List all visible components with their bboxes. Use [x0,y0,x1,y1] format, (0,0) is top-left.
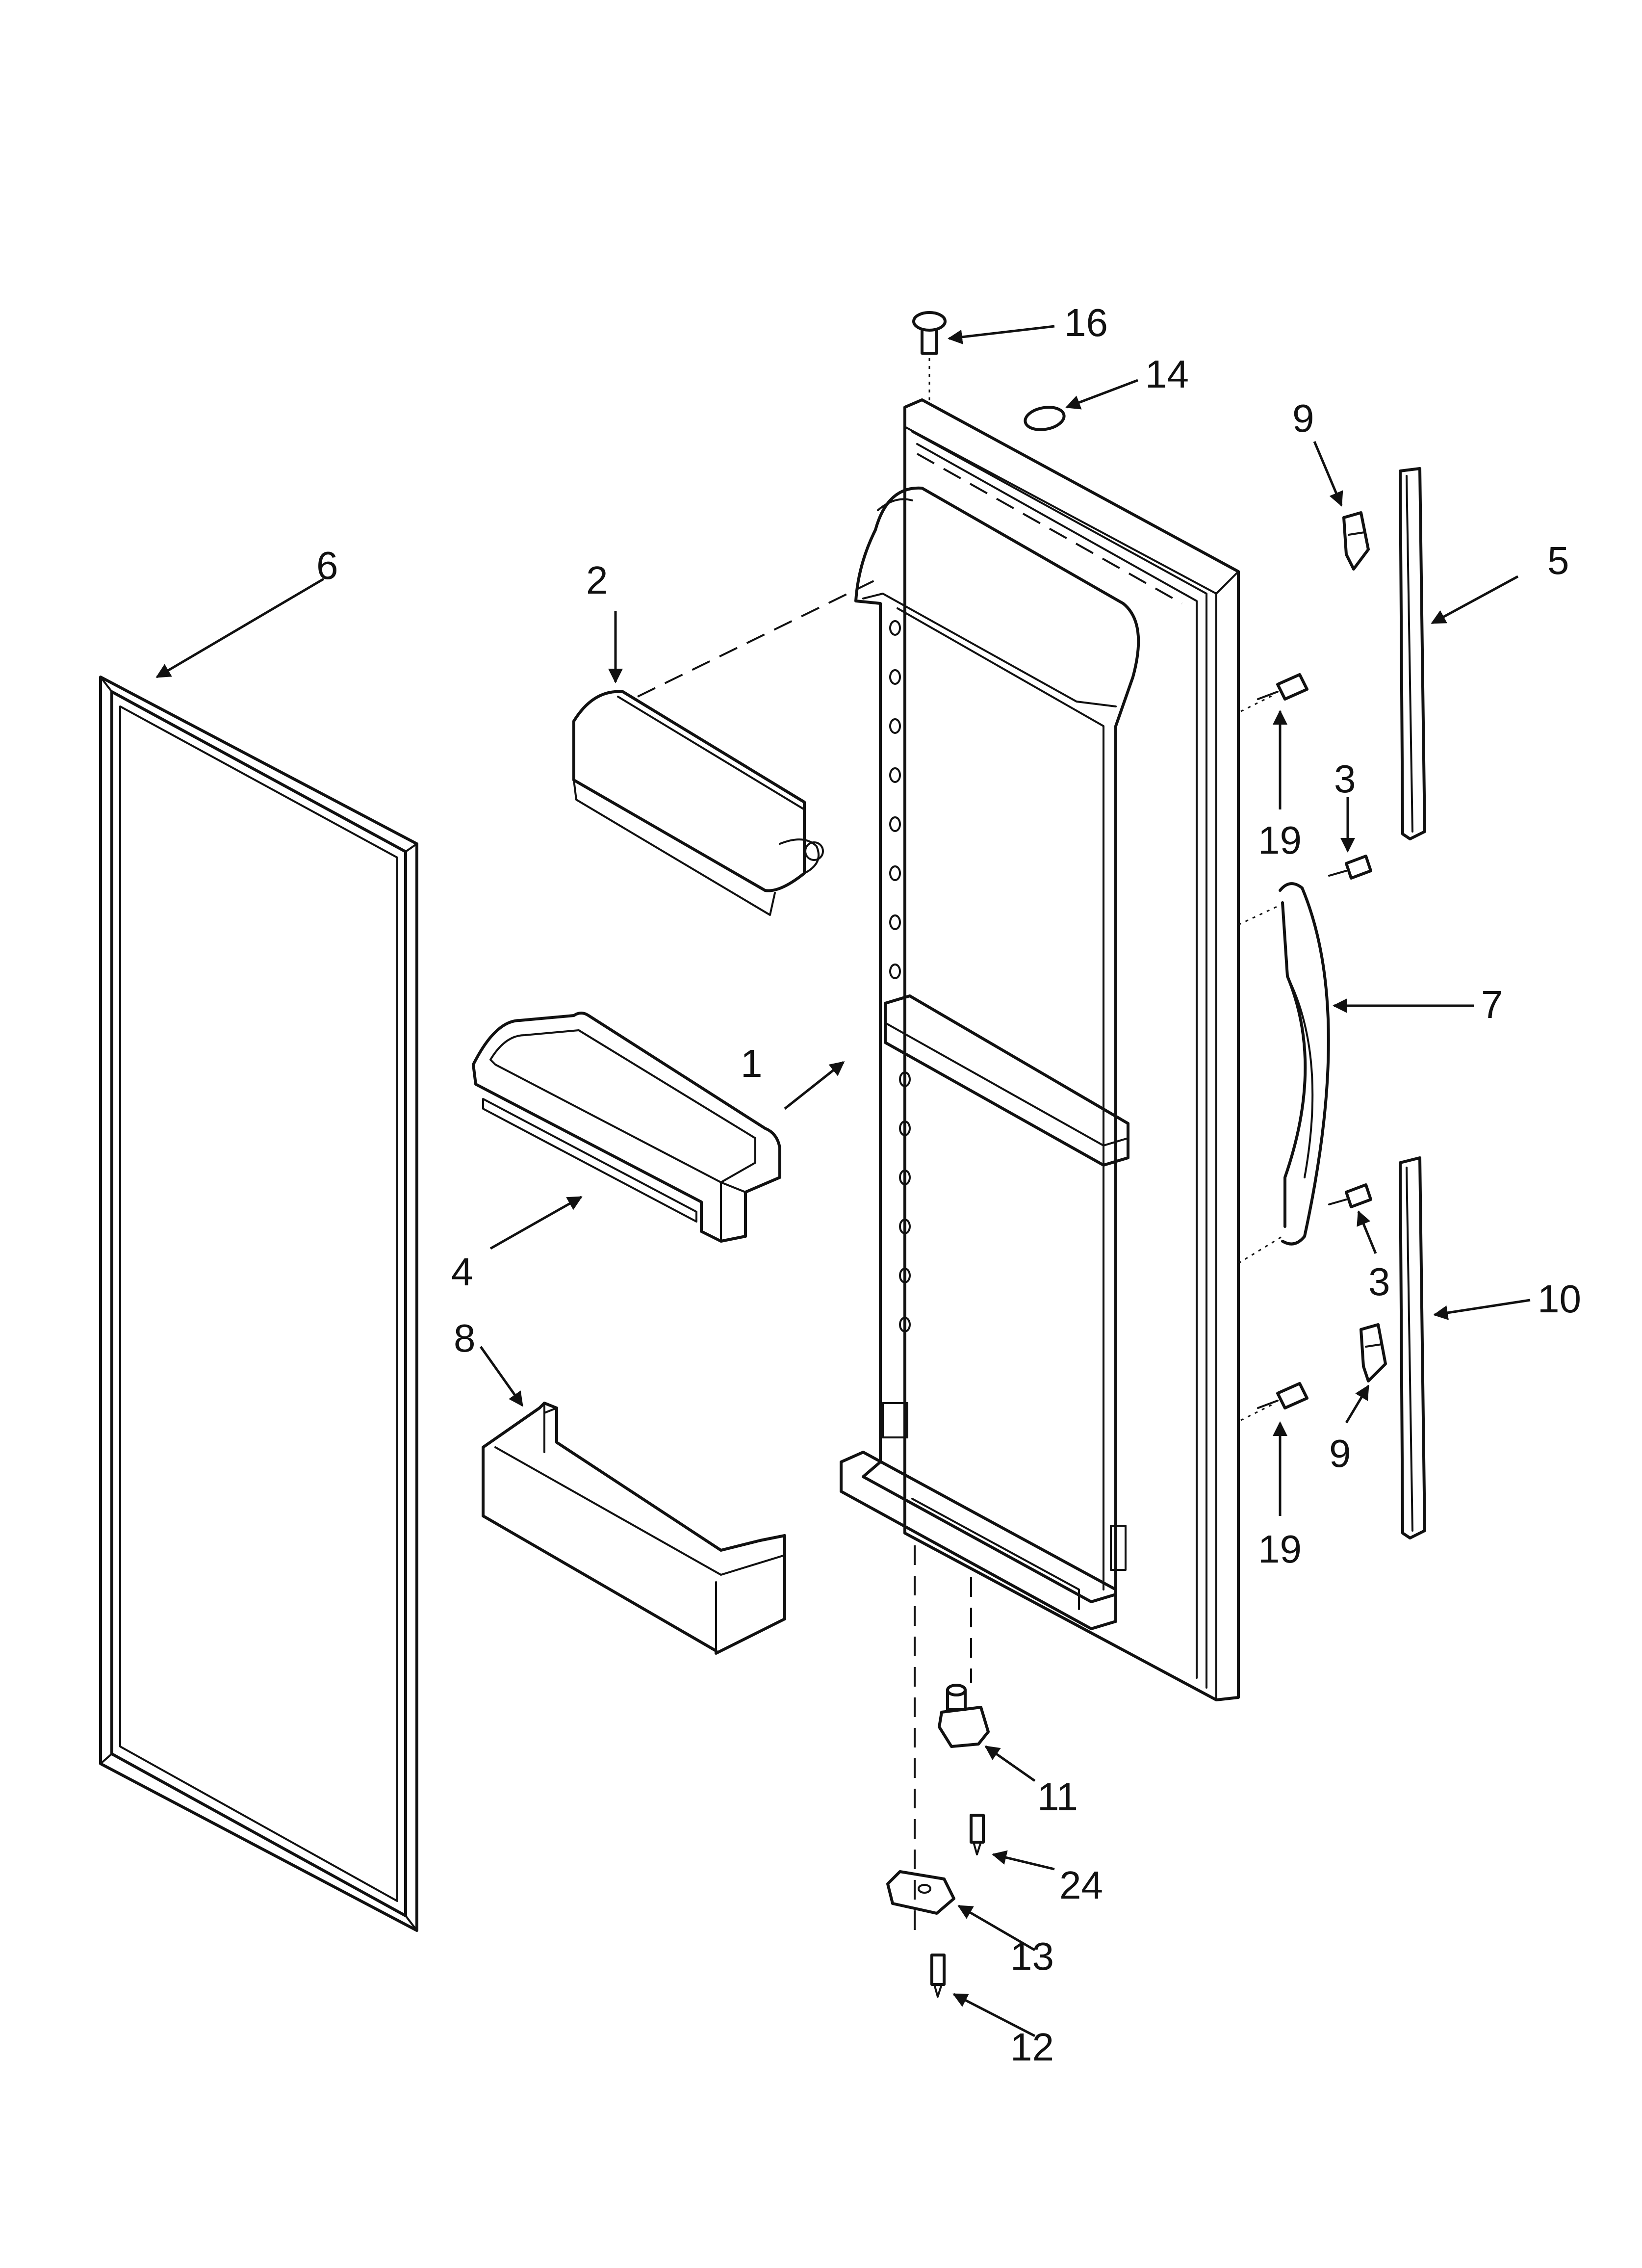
screw-part-12 [930,1954,946,1998]
handle-part-7 [1238,882,1330,1264]
callout-12: 12 [1010,2025,1054,2069]
dairy-door-part-2 [572,690,824,916]
clip-part-9-upper [1342,511,1370,571]
screw-part-19-upper [1240,673,1308,712]
screw-part-3-upper [1328,855,1372,880]
cover-part-14 [1024,406,1066,431]
trim-part-10 [1399,1156,1426,1539]
callout-3-lower: 3 [1368,1260,1390,1303]
callout-6: 6 [316,544,338,587]
callout-13: 13 [1010,1934,1054,1978]
door-liner-part-1 [840,398,1240,1701]
callout-2: 2 [586,558,608,602]
callout-8: 8 [454,1316,476,1360]
hinge-bracket-part-13 [886,1870,955,1915]
callout-19-lower: 19 [1258,1527,1302,1571]
hinge-part-11 [938,1684,990,1748]
callout-14: 14 [1145,352,1189,396]
trim-part-5 [1399,467,1426,840]
door-bin-part-4 [472,1012,781,1243]
callout-24: 24 [1059,1863,1103,1907]
callout-7: 7 [1481,983,1503,1026]
door-gasket-part-6 [99,676,418,1932]
screw-part-3-lower [1328,1183,1372,1208]
lower-bin-part-8 [482,1402,786,1655]
clip-part-9-lower [1360,1323,1387,1382]
callout-16: 16 [1064,301,1108,344]
callout-9-lower: 9 [1329,1432,1351,1475]
leader-lines [155,325,1531,2037]
plug-part-16 [912,311,947,402]
dairy-door-align-line [637,578,878,698]
callout-labels: 6 2 1 4 8 16 14 9 5 19 3 7 3 10 9 19 11 … [316,301,1581,2069]
callout-11: 11 [1037,1775,1078,1819]
callout-4: 4 [451,1250,473,1294]
callout-9-upper: 9 [1292,396,1314,440]
screw-part-19-lower [1240,1382,1308,1421]
callout-5: 5 [1547,539,1569,582]
callout-1: 1 [741,1042,763,1085]
callout-3-upper: 3 [1334,757,1356,801]
screw-part-24 [970,1814,985,1855]
callout-19-upper: 19 [1258,818,1302,862]
callout-10: 10 [1538,1277,1581,1321]
shelf-holes [889,620,911,1332]
